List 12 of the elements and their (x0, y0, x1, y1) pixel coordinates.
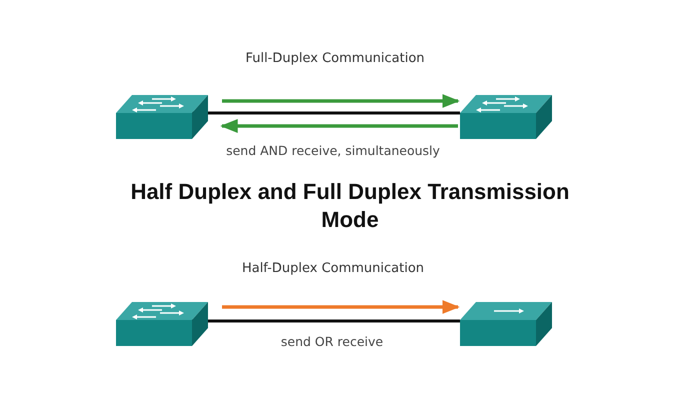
section-heading: Half-Duplex Communication (242, 261, 424, 276)
arrow (222, 94, 460, 108)
section-heading: Full-Duplex Communication (245, 51, 425, 66)
arrow (220, 119, 458, 133)
network-switch-drawing (116, 302, 208, 346)
caption-text: send AND receive, simultaneously (226, 143, 440, 158)
network-switch-drawing (460, 302, 552, 346)
caption-text: send OR receive (280, 334, 384, 349)
network-switch-drawing (460, 95, 552, 139)
network-switch-drawing (116, 95, 208, 139)
diagram-title: Half Duplex and Full Duplex Transmission Mode (130, 178, 570, 234)
arrow (222, 300, 460, 314)
